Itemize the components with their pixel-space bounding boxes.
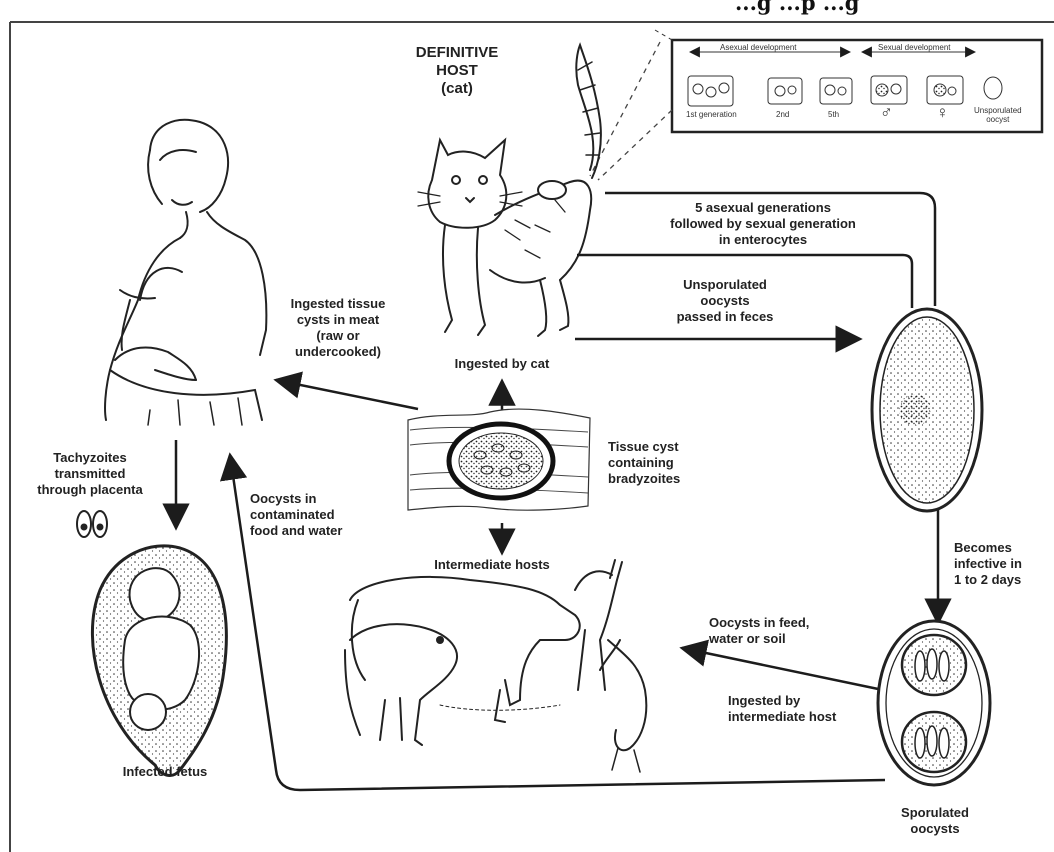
sporulated-oocysts-label: Sporulated oocysts (880, 805, 990, 837)
asexual-generations-label: 5 asexual generations followed by sexual… (628, 200, 898, 248)
inset-stage-2: 2nd (776, 110, 789, 119)
unsporulated-oocyst (872, 309, 982, 511)
intermediate-hosts-illustration (345, 560, 646, 772)
inset-stage-1: 1st generation (686, 110, 737, 119)
definitive-host-label: DEFINITIVE HOST (cat) (402, 44, 512, 98)
female-symbol: ♀ (936, 103, 949, 123)
oocysts-food-water-label: Oocysts in contaminated food and water (250, 491, 390, 539)
ingested-by-cat-label: Ingested by cat (432, 356, 572, 372)
intermediate-hosts-label: Intermediate hosts (412, 557, 572, 573)
ingested-tissue-cysts-label: Ingested tissue cysts in meat (raw or un… (268, 296, 408, 360)
inset-development-box (590, 30, 1042, 180)
tissue-cyst (408, 409, 590, 510)
inset-unsporulated: Unsporulated oocyst (974, 106, 1022, 124)
inset-sexual-label: Sexual development (878, 43, 951, 52)
oocysts-feed-label: Oocysts in feed, water or soil (709, 615, 849, 647)
pregnant-woman-illustration (105, 120, 266, 425)
ingested-intermediate-label: Ingested by intermediate host (728, 693, 878, 725)
tachyzoites-icon (77, 511, 107, 537)
sporulated-oocyst (878, 621, 990, 785)
inset-asexual-label: Asexual development (720, 43, 797, 52)
male-symbol: ♂ (880, 103, 893, 123)
unsporulated-passed-label: Unsporulated oocysts passed in feces (645, 277, 805, 325)
inset-stage-3: 5th (828, 110, 839, 119)
infected-fetus-label: Infected fetus (95, 764, 235, 780)
becomes-infective-label: Becomes infective in 1 to 2 days (954, 540, 1054, 588)
tissue-cyst-label: Tissue cyst containing bradyzoites (608, 439, 718, 487)
tachyzoites-label: Tachyzoites transmitted through placenta (20, 450, 160, 498)
infected-fetus-illustration (92, 546, 226, 776)
